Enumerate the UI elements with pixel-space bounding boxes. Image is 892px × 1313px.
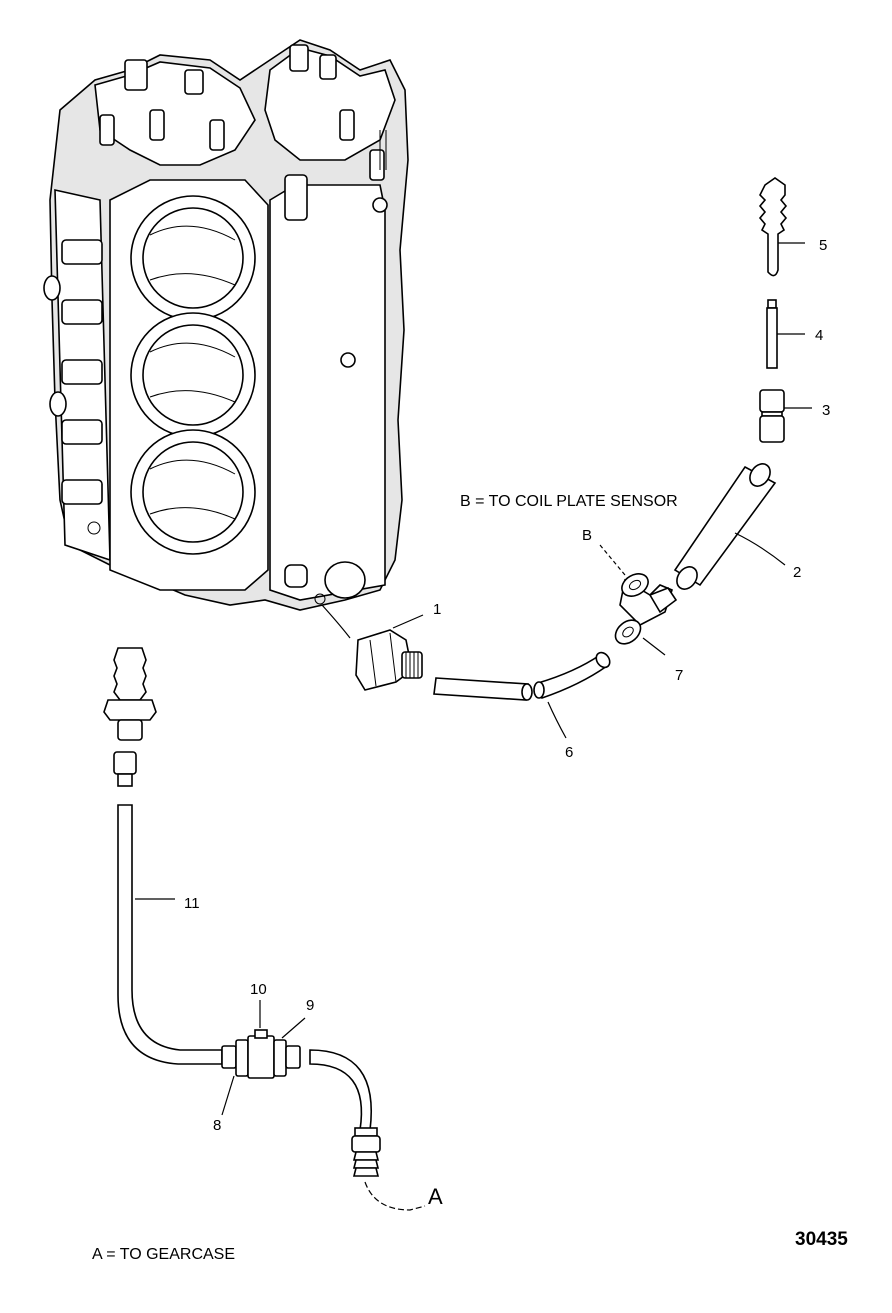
callout-3: 3 (822, 402, 830, 419)
fitting-assembly-top (103, 647, 157, 787)
part-7-tee-fitting (614, 573, 678, 645)
callout-1: 1 (433, 601, 441, 618)
callout-10: 10 (250, 981, 267, 998)
note-coil-plate-sensor: B = TO COIL PLATE SENSOR (460, 493, 678, 510)
part-6-hose (433, 651, 611, 701)
part-1-fitting (355, 629, 423, 691)
callout-11: 11 (184, 895, 200, 912)
figure-number: 30435 (795, 1229, 848, 1250)
callout-4: 4 (815, 327, 823, 344)
engine-block (43, 39, 409, 611)
callout-a: A (428, 1184, 443, 1209)
callout-5: 5 (819, 237, 827, 254)
part-4-pin (766, 299, 778, 369)
callout-8: 8 (213, 1117, 221, 1134)
part-5-hose-fitting (758, 177, 788, 277)
part-2-hose (673, 463, 777, 590)
part-8-10-fitting (221, 1029, 301, 1079)
part-3-connector (759, 389, 785, 443)
cylinder-bores (130, 195, 256, 555)
callout-labels: 1 2 3 4 5 6 7 8 9 10 11 B A (184, 237, 830, 1209)
outlet-hose (309, 1049, 381, 1177)
callout-7: 7 (675, 667, 683, 684)
callout-b: B (582, 527, 592, 544)
callout-2: 2 (793, 564, 801, 581)
note-gearcase: A = TO GEARCASE (92, 1246, 235, 1263)
part-11-hose (117, 804, 223, 1065)
callout-6: 6 (565, 744, 573, 761)
callout-9: 9 (306, 997, 314, 1014)
